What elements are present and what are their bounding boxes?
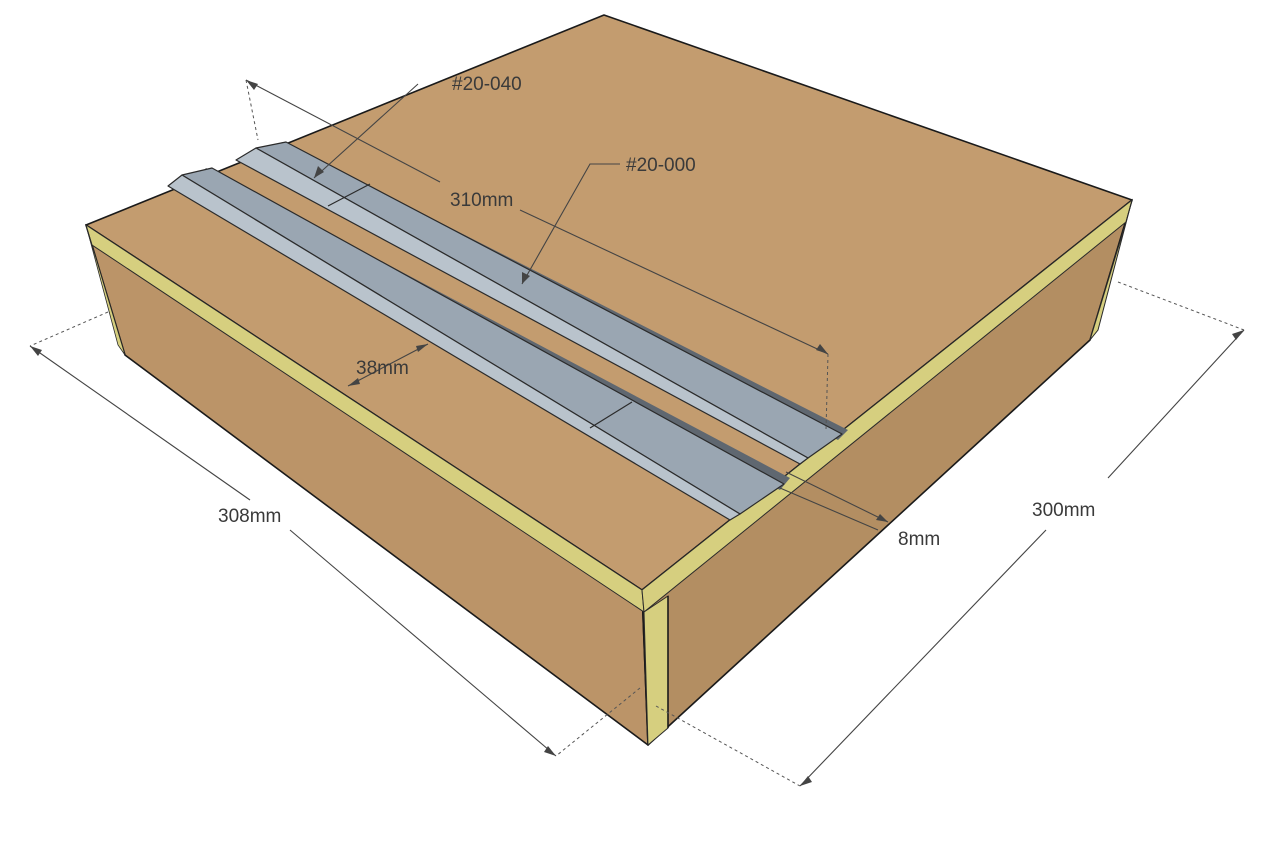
veneer-post-right	[1089, 199, 1133, 341]
dimension-track-length: 310mm	[245, 79, 829, 431]
rail-back	[235, 141, 848, 465]
rail-front	[167, 167, 790, 521]
track-length-label: 310mm	[450, 190, 513, 211]
base-depth-label: 300mm	[1032, 500, 1095, 521]
baseboard-top-face	[85, 14, 1133, 591]
board-thickness-label: 8mm	[898, 529, 940, 550]
leader-part-a: #20-040	[313, 74, 522, 179]
veneer-post-front	[643, 595, 669, 747]
track-width-label: 38mm	[356, 358, 409, 379]
dimension-base-width: 308mm	[29, 311, 641, 757]
part-a-label: #20-040	[452, 74, 522, 95]
dimension-track-width: 38mm	[347, 343, 429, 387]
dimension-board-thickness: 8mm	[779, 471, 940, 550]
veneer-post-left	[85, 224, 126, 356]
leader-part-b: #20-000	[521, 155, 696, 285]
part-b-label: #20-000	[626, 155, 696, 176]
rail-front-bevel	[167, 174, 741, 521]
baseboard-body	[85, 14, 1133, 747]
dimension-base-depth: 300mm	[655, 281, 1245, 787]
base-width-label: 308mm	[218, 506, 281, 527]
rail-back-bevel	[235, 147, 809, 465]
